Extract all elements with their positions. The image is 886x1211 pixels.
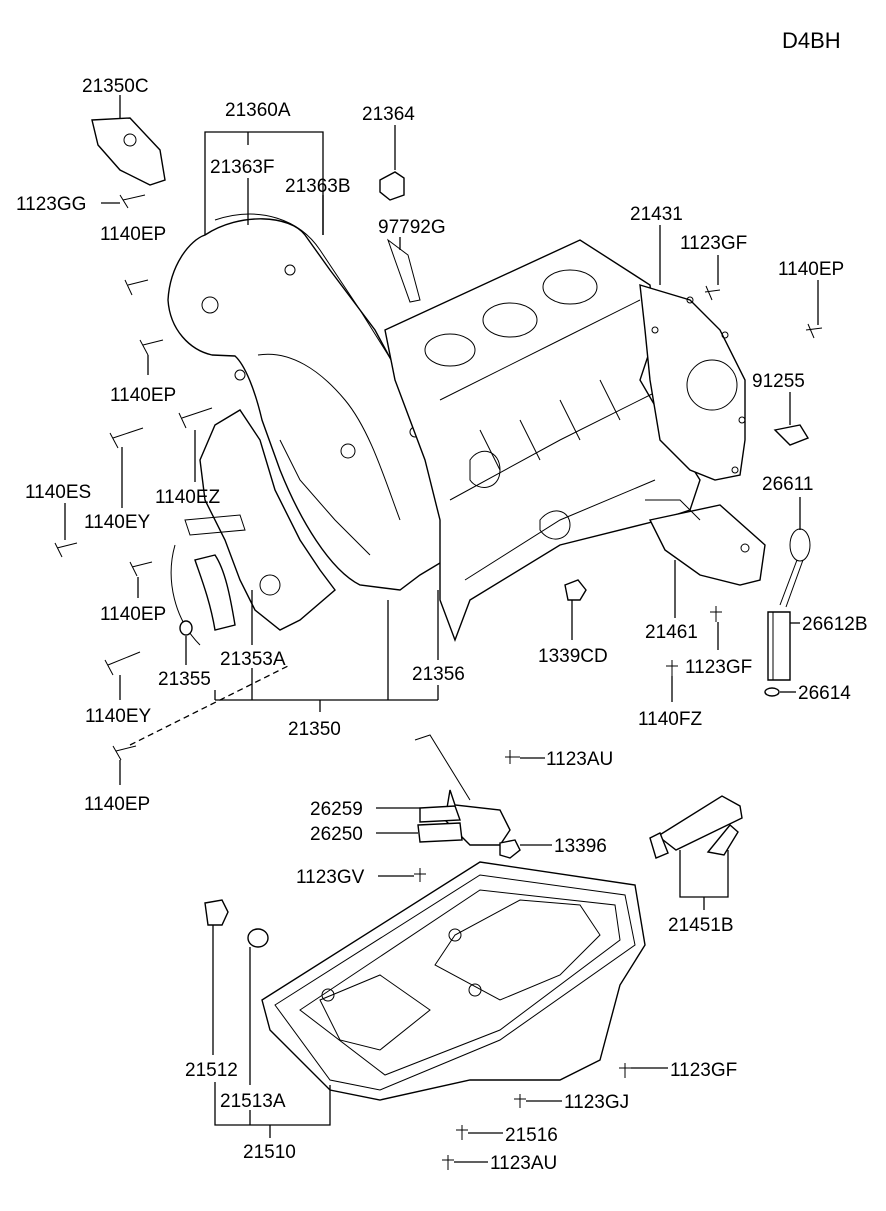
part-label: 1123GF	[680, 233, 747, 254]
part-label: 1140EP	[100, 604, 166, 625]
part-label: 1140EZ	[155, 487, 221, 508]
part-label: 1140FZ	[638, 709, 702, 730]
part-label: 1123AU	[546, 749, 613, 770]
part-label: 1140ES	[25, 482, 91, 503]
engine-code-label: D4BH	[782, 28, 841, 53]
part-label: 21461	[645, 622, 698, 643]
part-label: 1123GF	[670, 1060, 737, 1081]
part-label: 21510	[243, 1142, 296, 1163]
part-label: 21353A	[220, 649, 286, 670]
part-label: 1140EP	[84, 794, 150, 815]
lower-block-drawing	[645, 499, 766, 586]
part-label: 21356	[412, 664, 465, 685]
part-label: 1123GF	[685, 657, 752, 678]
part-label: 21350	[288, 719, 341, 740]
oil-pan-drawing	[261, 861, 646, 1101]
leader-lines	[64, 95, 819, 1163]
dipstick-drawing	[767, 528, 811, 681]
rear-plate-drawing	[639, 284, 746, 481]
part-label: 21360A	[225, 100, 291, 121]
part-label: 1123GG	[16, 194, 86, 215]
part-label: 1140EY	[85, 706, 152, 727]
part-label: 91255	[752, 371, 805, 392]
part-label: 21355	[158, 669, 211, 690]
sealant-tube-drawing	[649, 795, 743, 859]
part-label: 1140EP	[778, 259, 844, 280]
part-label: 21363F	[210, 157, 274, 178]
part-label: 13396	[554, 836, 607, 857]
part-label: 26614	[798, 683, 851, 704]
bolt-symbols	[54, 194, 823, 1170]
part-label: 26611	[762, 474, 813, 495]
part-label: 21364	[362, 104, 415, 125]
part-label: 1123GV	[296, 867, 365, 888]
part-label: 21513A	[220, 1091, 286, 1112]
part-label: 21516	[505, 1125, 558, 1146]
part-label: 1339CD	[538, 646, 608, 667]
part-label: 97792G	[378, 217, 446, 238]
timing-belt-cover-drawing	[167, 213, 446, 591]
part-label: 21350C	[82, 76, 149, 97]
part-label: 1123AU	[490, 1153, 557, 1174]
oil-strainer-drawing	[414, 734, 511, 846]
small-parts-drawing	[91, 117, 810, 948]
part-label: 1140EY	[84, 512, 151, 533]
part-label: 26259	[310, 799, 363, 820]
part-label: 21512	[185, 1060, 238, 1081]
part-label: 26250	[310, 824, 363, 845]
front-case-drawing	[170, 409, 336, 646]
part-label: 1123GJ	[564, 1092, 629, 1113]
part-labels: D4BH 21350C 21360A 21364 21363F 21363B 1…	[16, 28, 868, 1174]
part-label: 21451B	[668, 915, 734, 936]
part-label: 1140EP	[100, 224, 166, 245]
part-label: 21431	[630, 204, 683, 225]
part-label: 1140EP	[110, 385, 176, 406]
part-label: 21363B	[285, 176, 351, 197]
part-label: 26612B	[802, 614, 868, 635]
